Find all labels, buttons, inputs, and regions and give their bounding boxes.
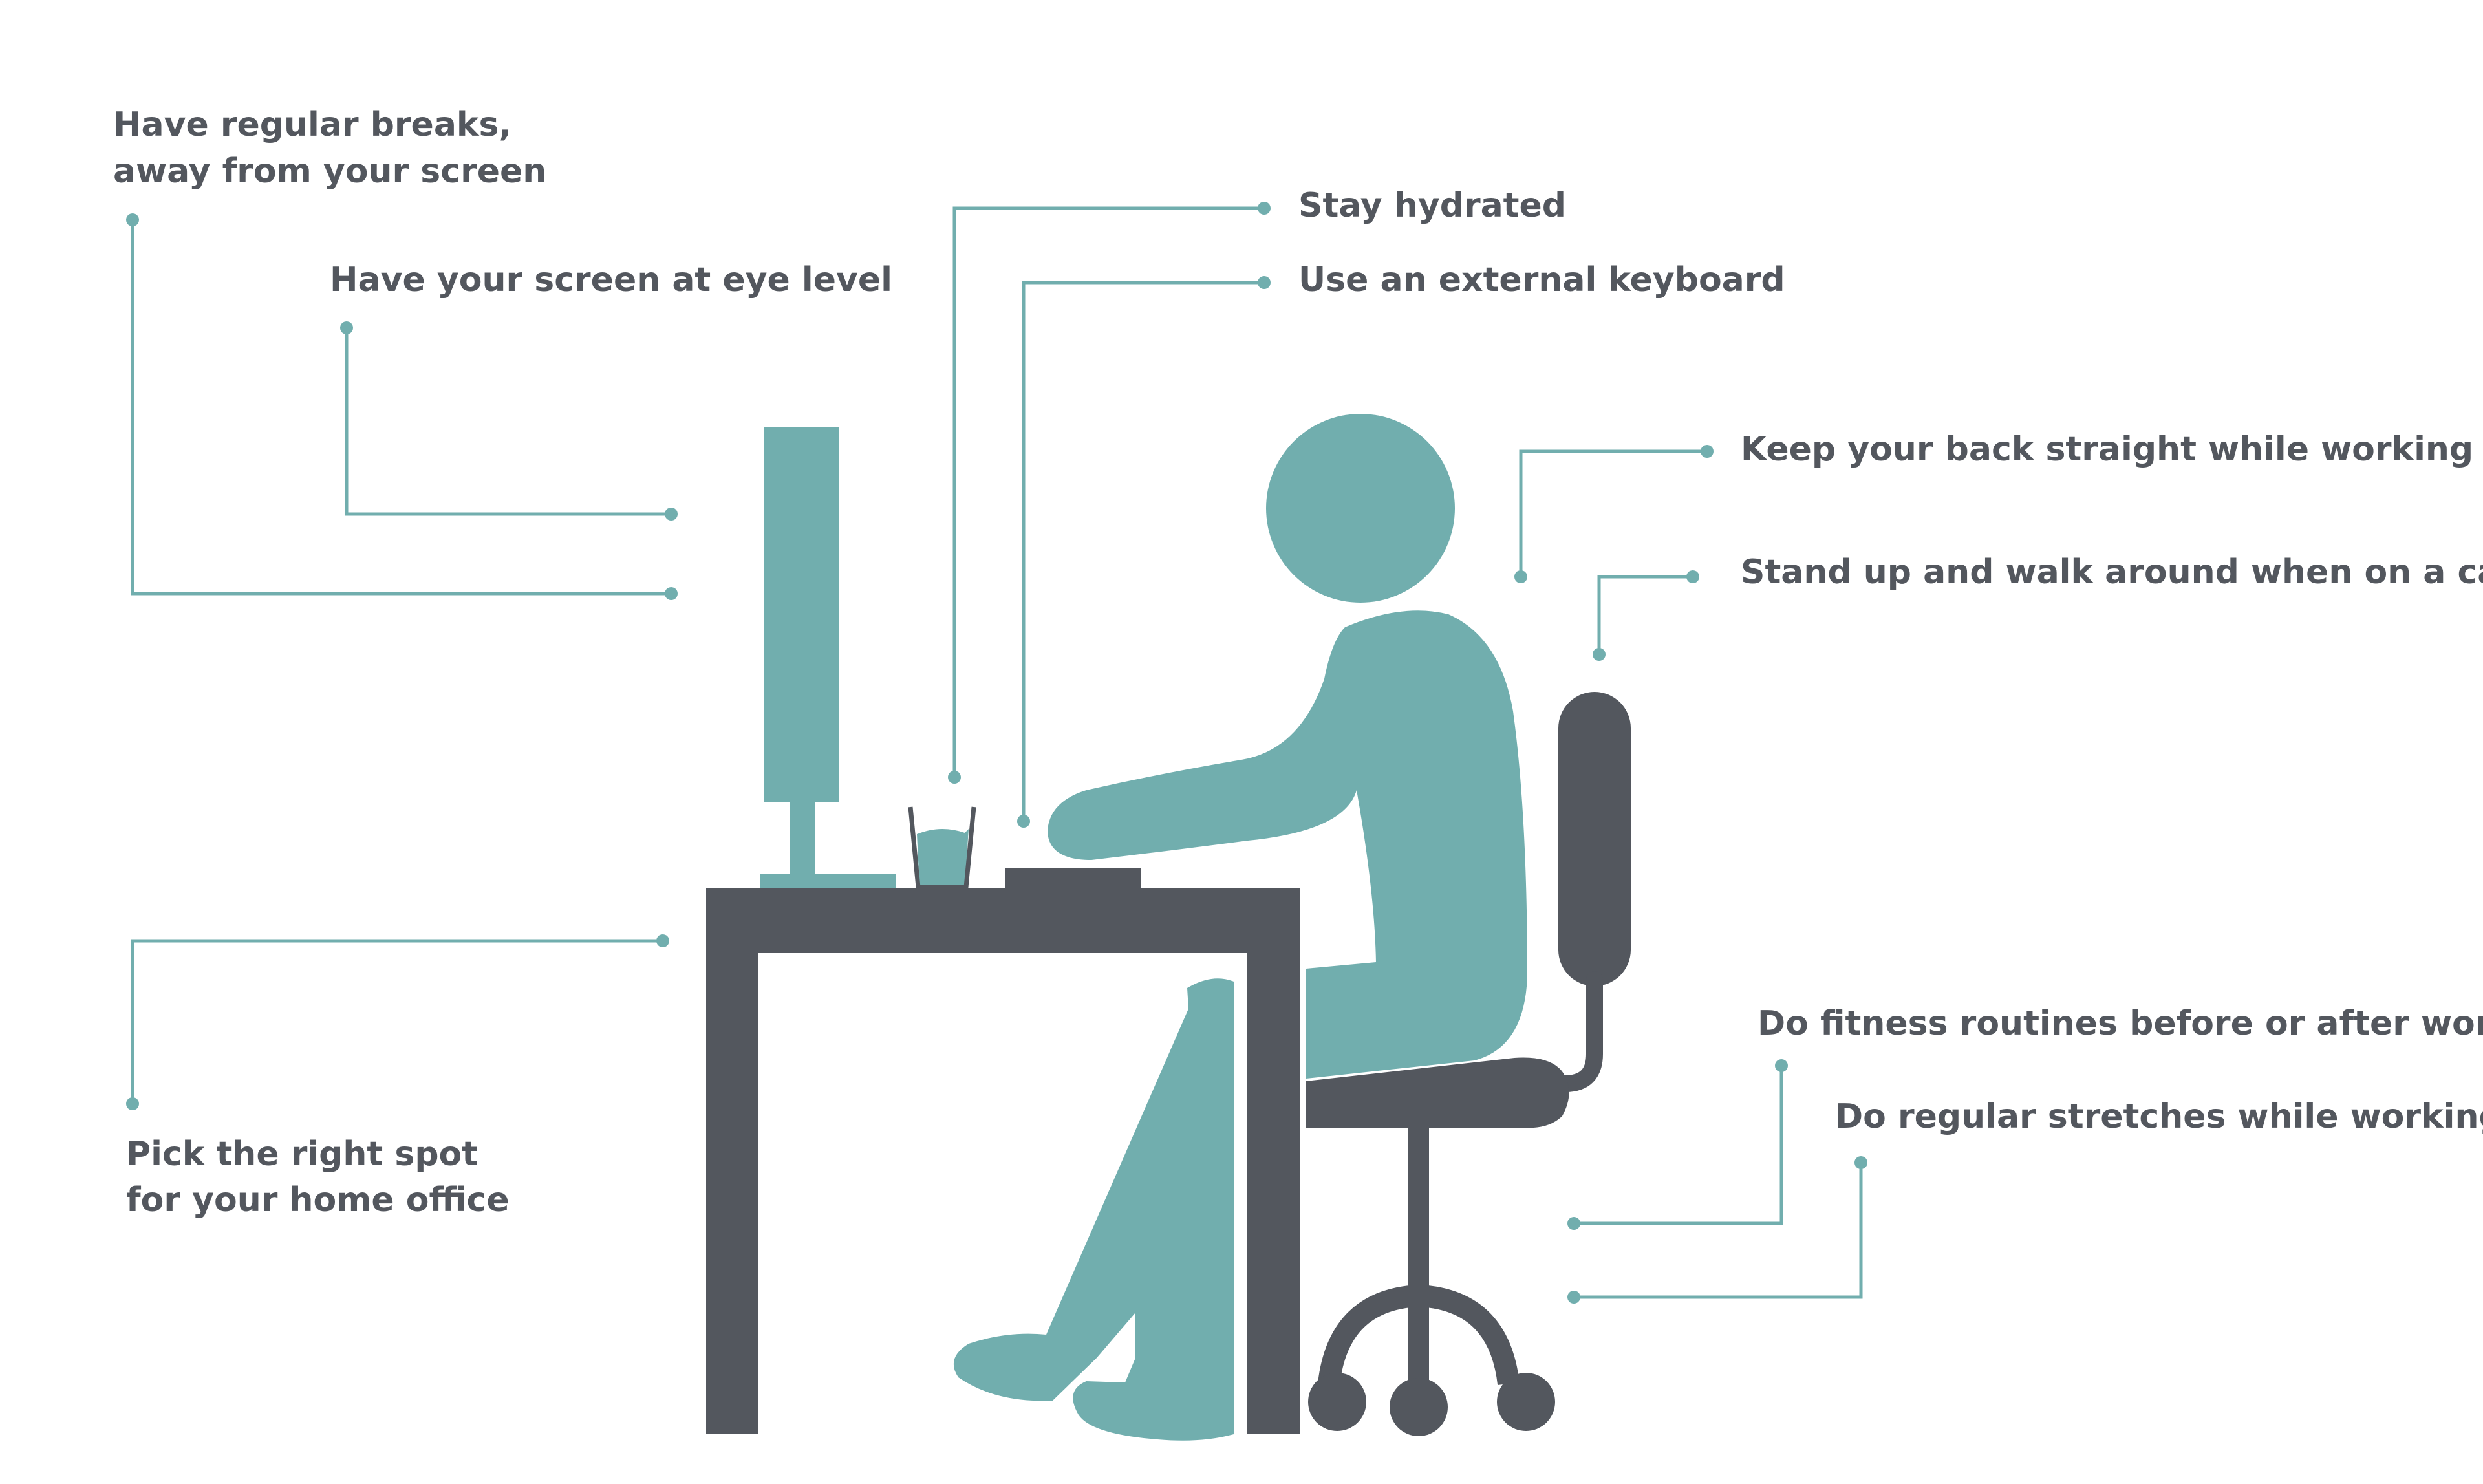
tip-stretches: Do regular stretches while working bbox=[1835, 1097, 2483, 1136]
connector-stand-up bbox=[1593, 570, 1699, 661]
connectors bbox=[126, 202, 1867, 1304]
tip-eye-level: Have your screen at eye level bbox=[330, 261, 892, 299]
seated-person-icon bbox=[953, 414, 1527, 1441]
water-glass-icon bbox=[908, 806, 976, 890]
connector-stretches bbox=[1567, 1156, 1867, 1304]
connector-hydrated bbox=[948, 202, 1271, 784]
connector-fitness bbox=[1567, 1059, 1788, 1230]
connector-spot bbox=[126, 934, 669, 1110]
tip-keyboard: Use an external keyboard bbox=[1298, 261, 1785, 299]
tip-spot-line2: for your home office bbox=[126, 1181, 510, 1220]
tip-breaks-line1: Have regular breaks, bbox=[113, 105, 511, 144]
connector-back bbox=[1514, 445, 1714, 583]
connector-eye-level bbox=[340, 321, 678, 521]
desk-icon bbox=[706, 888, 1300, 1434]
connector-breaks bbox=[126, 213, 678, 600]
tip-hydrated: Stay hydrated bbox=[1298, 186, 1566, 225]
tip-fitness: Do fitness routines before or after work bbox=[1757, 1004, 2483, 1043]
connector-keyboard bbox=[1017, 276, 1271, 828]
labels: Have regular breaks, away from your scre… bbox=[113, 105, 2483, 1220]
office-chair-icon bbox=[1306, 692, 1631, 1436]
monitor-icon bbox=[760, 427, 896, 888]
tip-stand-up: Stand up and walk around when on a call bbox=[1741, 553, 2483, 592]
keyboard-icon bbox=[1005, 868, 1141, 888]
tip-back: Keep your back straight while working bbox=[1741, 430, 2473, 469]
tip-breaks-line2: away from your screen bbox=[113, 152, 546, 191]
illustration bbox=[706, 414, 1631, 1441]
tip-spot-line1: Pick the right spot bbox=[126, 1135, 478, 1174]
